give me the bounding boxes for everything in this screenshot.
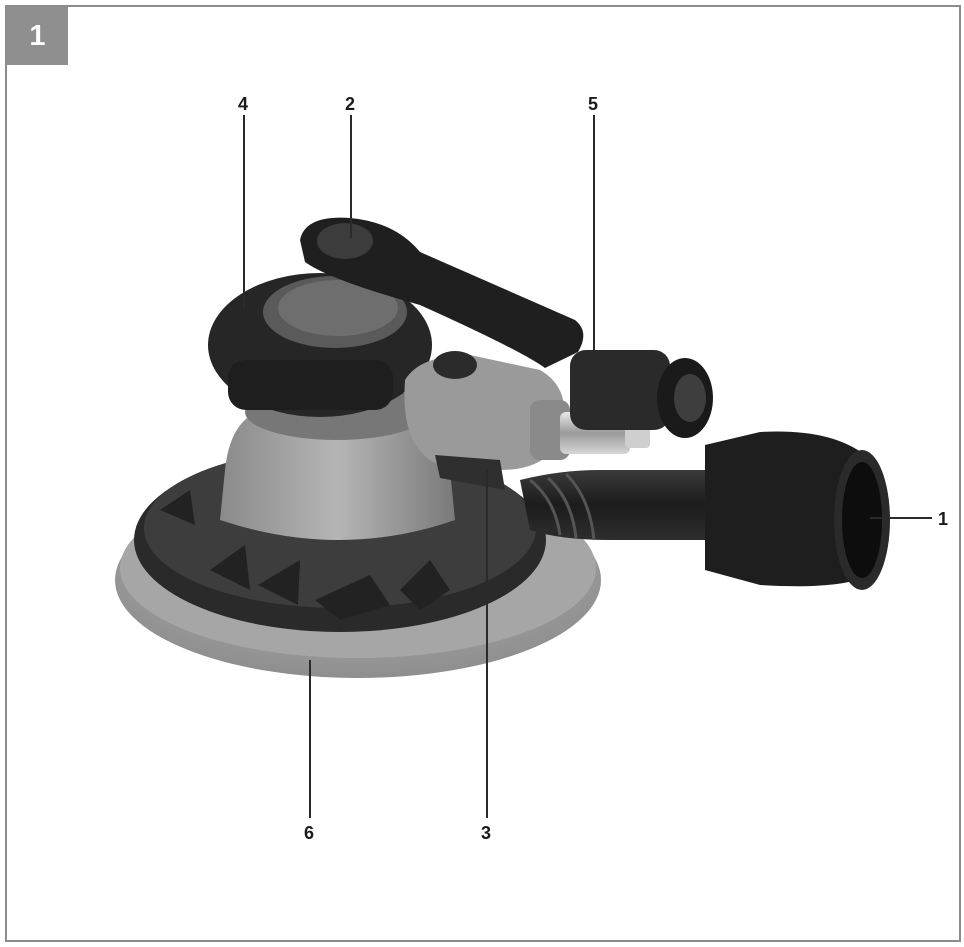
speed-regulator-knob	[570, 350, 713, 438]
valve-body	[404, 351, 565, 490]
figure-number-badge: 1	[7, 7, 68, 65]
callout-2: 2	[345, 94, 355, 114]
callout-5: 5	[588, 94, 598, 114]
callout-6: 6	[304, 823, 314, 843]
callout-4: 4	[238, 94, 248, 114]
throttle-lever	[300, 217, 584, 368]
top-cap	[208, 273, 432, 417]
callout-1: 1	[938, 509, 948, 529]
dust-extraction-port	[520, 431, 890, 590]
callout-3: 3	[481, 823, 491, 843]
